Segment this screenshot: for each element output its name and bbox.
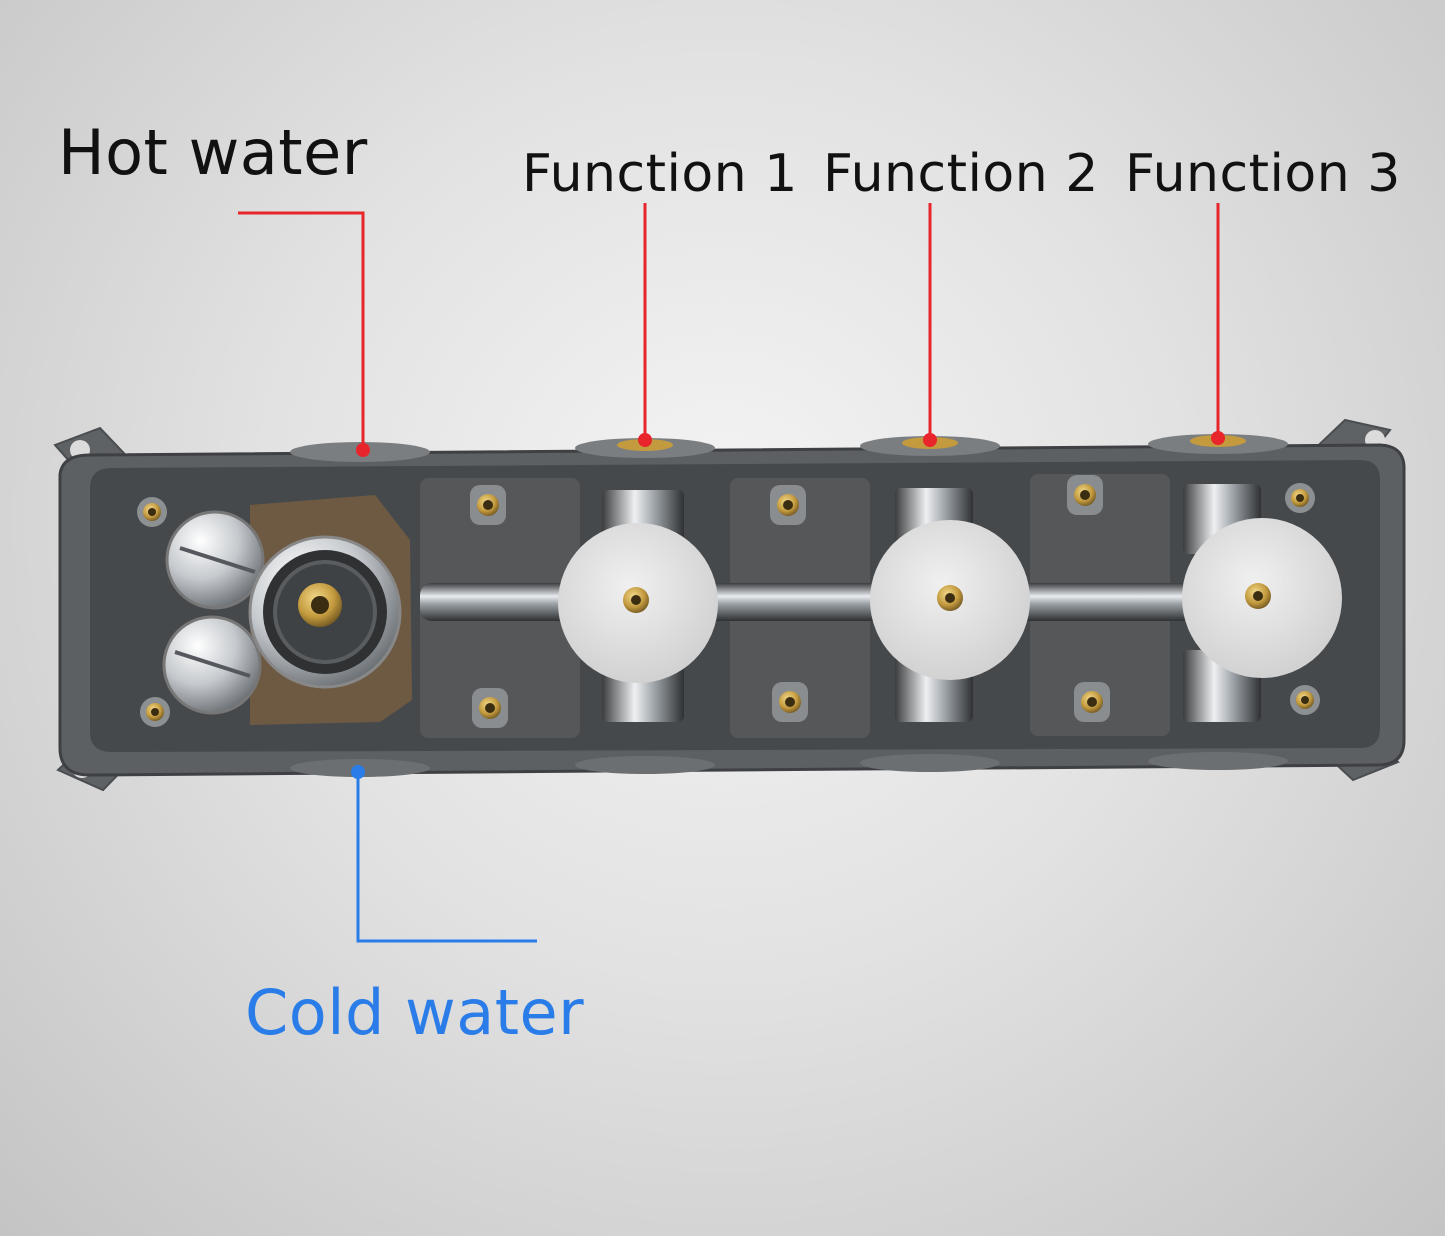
diverter-valve-icon <box>558 518 1342 683</box>
valve-cartridge-icon <box>162 495 412 725</box>
hot-water-label: Hot water <box>58 116 368 189</box>
chrome-pipe <box>420 583 1210 621</box>
bottom-ports <box>290 752 1288 777</box>
function-2-label: Function 2 <box>823 144 1099 204</box>
cold-water-label: Cold water <box>245 976 585 1049</box>
cold-water-leader <box>356 772 537 943</box>
function-3-label: Function 3 <box>1125 144 1401 204</box>
function-leaders <box>643 203 1220 438</box>
hot-water-leader <box>238 211 365 448</box>
function-1-label: Function 1 <box>522 144 798 204</box>
